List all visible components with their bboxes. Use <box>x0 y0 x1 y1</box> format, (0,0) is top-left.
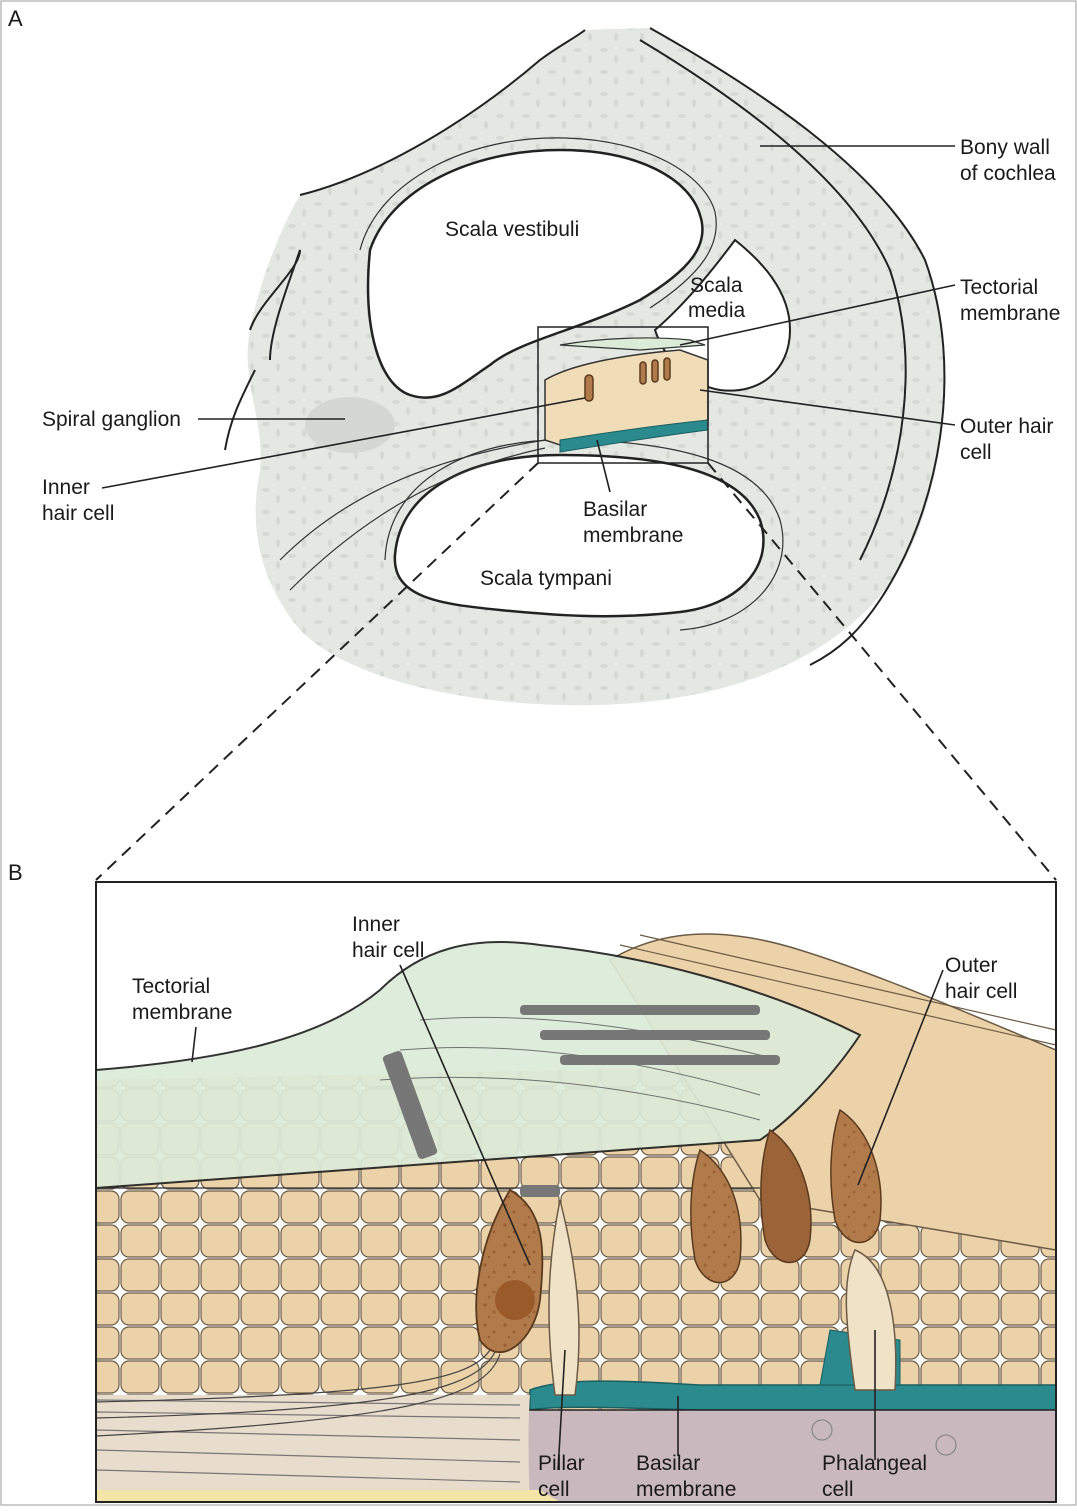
label-inner-hair-a-2: hair cell <box>42 502 114 525</box>
label-outer-hair-b-2: hair cell <box>945 980 1017 1003</box>
label-phalangeal-2: cell <box>822 1478 854 1501</box>
organ-of-corti-detail <box>96 882 1056 1502</box>
label-scala-media-1: Scala <box>690 274 743 297</box>
label-tectorial-b-2: membrane <box>132 1001 232 1024</box>
label-phalangeal-1: Phalangeal <box>822 1452 927 1475</box>
label-outer-hair-a-2: cell <box>960 441 992 464</box>
basilar-membrane-b <box>530 1381 1056 1410</box>
label-outer-hair-b-1: Outer <box>945 954 998 977</box>
label-tectorial-a-2: membrane <box>960 302 1060 325</box>
label-tectorial-b-1: Tectorial <box>132 975 210 998</box>
label-inner-hair-a-1: Inner <box>42 476 90 499</box>
panel-a-letter: A <box>8 6 23 31</box>
label-basilar-a-2: membrane <box>583 524 683 547</box>
label-inner-hair-b-2: hair cell <box>352 939 424 962</box>
scala-tympani <box>395 455 764 616</box>
label-basilar-a-1: Basilar <box>583 498 647 521</box>
panel-b-letter: B <box>8 860 23 885</box>
label-scala-tympani: Scala tympani <box>480 567 612 590</box>
label-pillar-1: Pillar <box>538 1452 585 1475</box>
label-spiral-ganglion: Spiral ganglion <box>42 408 181 431</box>
label-bony-wall-2: of cochlea <box>960 162 1056 185</box>
label-basilar-b-2: membrane <box>636 1478 736 1501</box>
cochlea-cross-section <box>225 28 945 705</box>
label-bony-wall-1: Bony wall <box>960 136 1050 159</box>
label-scala-vestibuli: Scala vestibuli <box>445 218 579 241</box>
label-scala-media-2: media <box>688 299 746 322</box>
label-basilar-b-1: Basilar <box>636 1452 700 1475</box>
label-tectorial-a-1: Tectorial <box>960 276 1038 299</box>
spiral-ganglion <box>305 397 395 453</box>
label-pillar-2: cell <box>538 1478 570 1501</box>
label-inner-hair-b-1: Inner <box>352 913 400 936</box>
base-layer <box>520 1410 1056 1502</box>
label-outer-hair-a-1: Outer hair <box>960 415 1053 438</box>
